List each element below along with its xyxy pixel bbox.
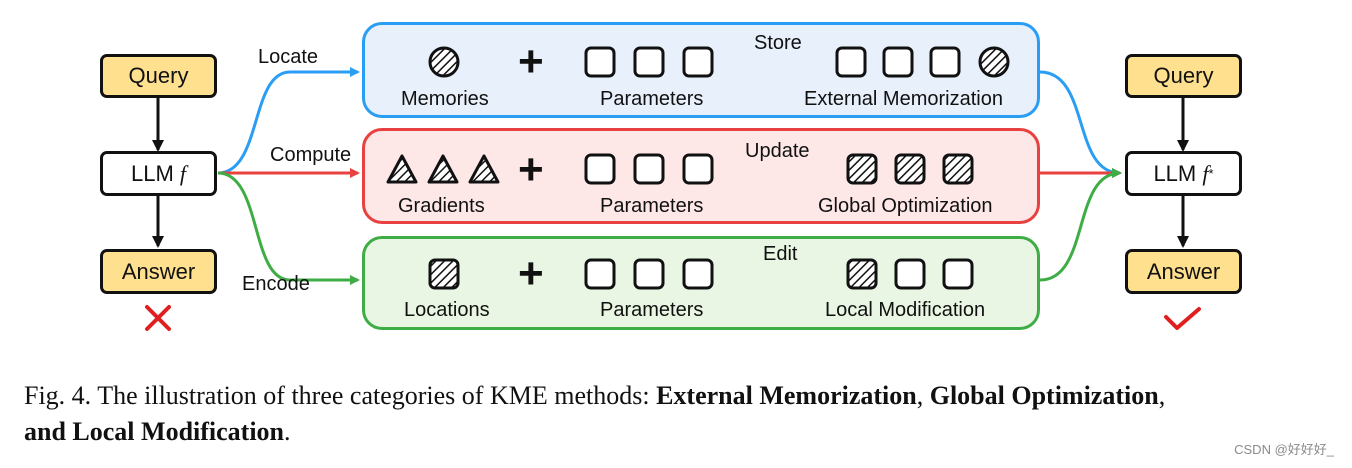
compute-label: Compute xyxy=(270,144,352,166)
hatched-square-icon xyxy=(846,153,878,185)
parameters-label: Parameters xyxy=(600,195,704,217)
local-modification-label: Local Modification xyxy=(825,299,986,321)
caption-term-external-memorization: External Memorization xyxy=(656,381,917,410)
plus-icon: + xyxy=(518,249,544,298)
kme-diagram: Query LLM f Answer Query LLM f* Answer L… xyxy=(100,22,1242,331)
plus-icon: + xyxy=(518,145,544,194)
right-answer-label: Answer xyxy=(1146,258,1221,284)
locate-edge xyxy=(217,67,360,175)
parameter-square-icon xyxy=(584,153,616,185)
parameter-square-icon xyxy=(682,258,714,290)
memories-label: Memories xyxy=(401,88,489,110)
global-optimization-label: Global Optimization xyxy=(818,195,993,217)
local-modification-edge xyxy=(1039,168,1122,282)
left-llm-node: LLM f xyxy=(100,151,217,196)
caption-separator: , xyxy=(916,381,930,410)
edit-label: Edit xyxy=(763,243,798,265)
parameter-square-icon xyxy=(942,258,974,290)
left-answer-label: Answer xyxy=(121,258,196,284)
caption-end: . xyxy=(284,417,291,446)
parameter-square-icon xyxy=(929,46,961,78)
locations-label: Locations xyxy=(404,299,490,321)
left-query-label: Query xyxy=(128,63,189,88)
left-llm-symbol: f xyxy=(179,160,187,186)
right-query-node: Query xyxy=(1125,54,1242,98)
figure-caption: Fig. 4. The illustration of three catego… xyxy=(24,378,1334,450)
caption-separator: , xyxy=(1158,381,1166,410)
plus-icon: + xyxy=(518,37,544,86)
parameter-square-icon xyxy=(633,258,665,290)
right-llm-symbol: f xyxy=(1202,160,1209,186)
hatched-triangle-icon xyxy=(468,154,500,184)
parameter-square-icon xyxy=(835,46,867,78)
store-label: Store xyxy=(754,32,802,54)
parameter-square-icon xyxy=(584,258,616,290)
external-memorization-edge xyxy=(1039,70,1122,178)
parameter-square-icon xyxy=(633,153,665,185)
left-llm-label: LLM xyxy=(130,160,174,186)
encode-edge xyxy=(217,171,360,285)
hatched-triangle-icon xyxy=(427,154,459,184)
parameter-square-icon xyxy=(682,153,714,185)
caption-term-local-modification: and Local Modification xyxy=(24,417,285,446)
cross-icon xyxy=(145,305,171,331)
parameter-square-icon xyxy=(894,258,926,290)
parameter-square-icon xyxy=(682,46,714,78)
panel-shapes xyxy=(145,46,1201,331)
parameter-square-icon xyxy=(633,46,665,78)
parameters-label: Parameters xyxy=(600,299,704,321)
right-llm-superscript: * xyxy=(1208,166,1214,181)
hatched-square-icon xyxy=(846,258,878,290)
hatched-circle-icon xyxy=(428,46,460,78)
hatched-square-icon xyxy=(894,153,926,185)
right-llm-label: LLM xyxy=(1153,160,1197,186)
parameter-square-icon xyxy=(584,46,616,78)
update-label: Update xyxy=(745,140,810,162)
left-answer-node: Answer xyxy=(100,249,217,294)
encode-label: Encode xyxy=(242,273,310,295)
left-query-node: Query xyxy=(100,54,217,98)
locate-label: Locate xyxy=(258,46,319,68)
gradients-label: Gradients xyxy=(398,195,485,217)
parameter-square-icon xyxy=(882,46,914,78)
caption-term-global-optimization: Global Optimization xyxy=(929,381,1159,410)
check-icon xyxy=(1164,307,1201,330)
parameters-label: Parameters xyxy=(600,88,704,110)
watermark: CSDN @好好好_ xyxy=(1234,442,1334,457)
caption-prefix: Fig. 4. The illustration of three catego… xyxy=(24,381,657,410)
external-memorization-label: External Memorization xyxy=(804,88,1003,110)
right-llm-node: LLM f* xyxy=(1125,151,1242,196)
hatched-square-icon xyxy=(942,153,974,185)
hatched-circle-icon xyxy=(978,46,1010,78)
right-query-label: Query xyxy=(1153,63,1214,88)
hatched-triangle-icon xyxy=(386,154,418,184)
hatched-square-icon xyxy=(428,258,460,290)
right-answer-node: Answer xyxy=(1125,249,1242,294)
